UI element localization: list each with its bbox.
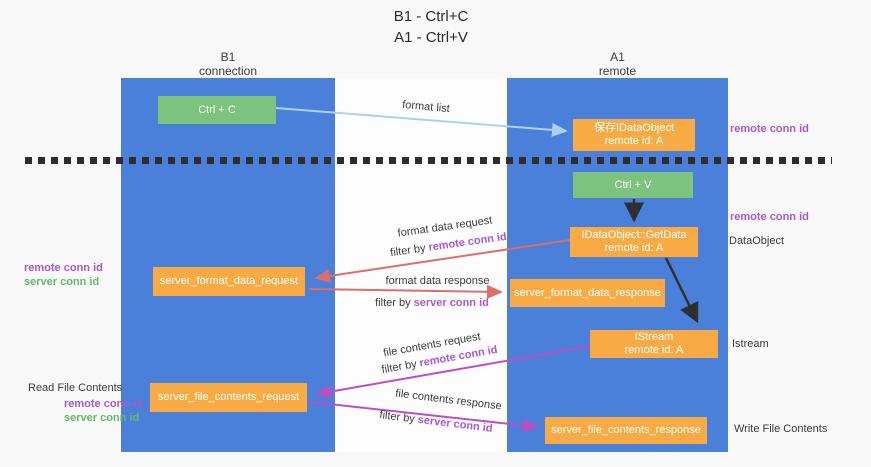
left-conn-id-group-1: remote conn id server conn id <box>24 261 103 289</box>
message-area-background <box>335 78 507 452</box>
write-file-contents-label: Write File Contents <box>734 423 828 435</box>
title-line-2: A1 - Ctrl+V <box>394 29 468 46</box>
file-contents-request-arrow <box>315 345 592 399</box>
server-conn-id-text: server conn id <box>413 297 489 309</box>
ctrl-v-box: Ctrl + V <box>573 172 693 198</box>
lifeline-header-b1: B1 connection <box>121 50 335 78</box>
lifeline-b1-name: B1 <box>220 50 236 64</box>
format-data-request-arrow <box>314 239 571 283</box>
format-data-response-label: format data response <box>385 275 490 287</box>
right-remote-conn-id-label-2: remote conn id <box>730 211 809 223</box>
save-idataobject-line2: remote id: A <box>604 135 664 147</box>
filter-by-server-conn-id-label-1: filter by server conn id <box>372 297 492 309</box>
getdata-to-istream-arrow <box>664 257 699 324</box>
dataobject-label: DataObject <box>729 235 785 247</box>
istream-side-label: Istream <box>732 338 769 350</box>
server-format-data-request-box: server_format_data_request <box>153 267 305 296</box>
left-remote-conn-id-1: remote conn id <box>24 262 103 274</box>
filter-by-text: filter by <box>375 297 411 309</box>
left-conn-id-group-2: remote conn id server conn id <box>64 397 143 425</box>
format-data-response-arrow <box>308 284 503 299</box>
read-file-contents-label: Read File Contents <box>28 382 123 394</box>
save-idataobject-box: 保存IDataObject remote id: A <box>573 119 695 151</box>
file-contents-response-arrow <box>310 401 539 433</box>
getdata-line1: IDataObject::GetData <box>581 229 687 241</box>
server-format-data-response-box: server_format_data_response <box>510 279 665 307</box>
right-remote-conn-id-label-1: remote conn id <box>730 123 809 135</box>
save-idataobject-line1: 保存IDataObject <box>593 122 675 134</box>
lifeline-a1-name: A1 <box>610 50 625 64</box>
left-server-conn-id-1: server conn id <box>24 276 100 288</box>
lifeline-header-a1: A1 remote <box>507 50 728 78</box>
istream-box: IStream remote id: A <box>590 330 718 358</box>
getdata-box: IDataObject::GetData remote id: A <box>570 227 698 257</box>
istream-line1: IStream <box>634 331 674 343</box>
server-file-contents-response-box: server_file_contents_response <box>545 417 707 444</box>
istream-line2: remote id: A <box>624 344 684 356</box>
format-list-arrow <box>275 107 568 137</box>
left-remote-conn-id-2: remote conn id <box>64 398 143 410</box>
server-file-contents-request-box: server_file_contents_request <box>150 383 307 412</box>
lifeline-b1-role: connection <box>198 64 258 78</box>
left-server-conn-id-2: server conn id <box>64 412 140 424</box>
title-line-1: B1 - Ctrl+C <box>393 8 469 25</box>
getdata-line2: remote id: A <box>604 242 664 254</box>
ctrl-c-box: Ctrl + C <box>158 96 276 124</box>
lifeline-a1-role: remote <box>598 64 637 78</box>
diagram-title: B1 - Ctrl+C A1 - Ctrl+V <box>331 6 531 48</box>
session-divider-dashed-line <box>25 157 832 164</box>
